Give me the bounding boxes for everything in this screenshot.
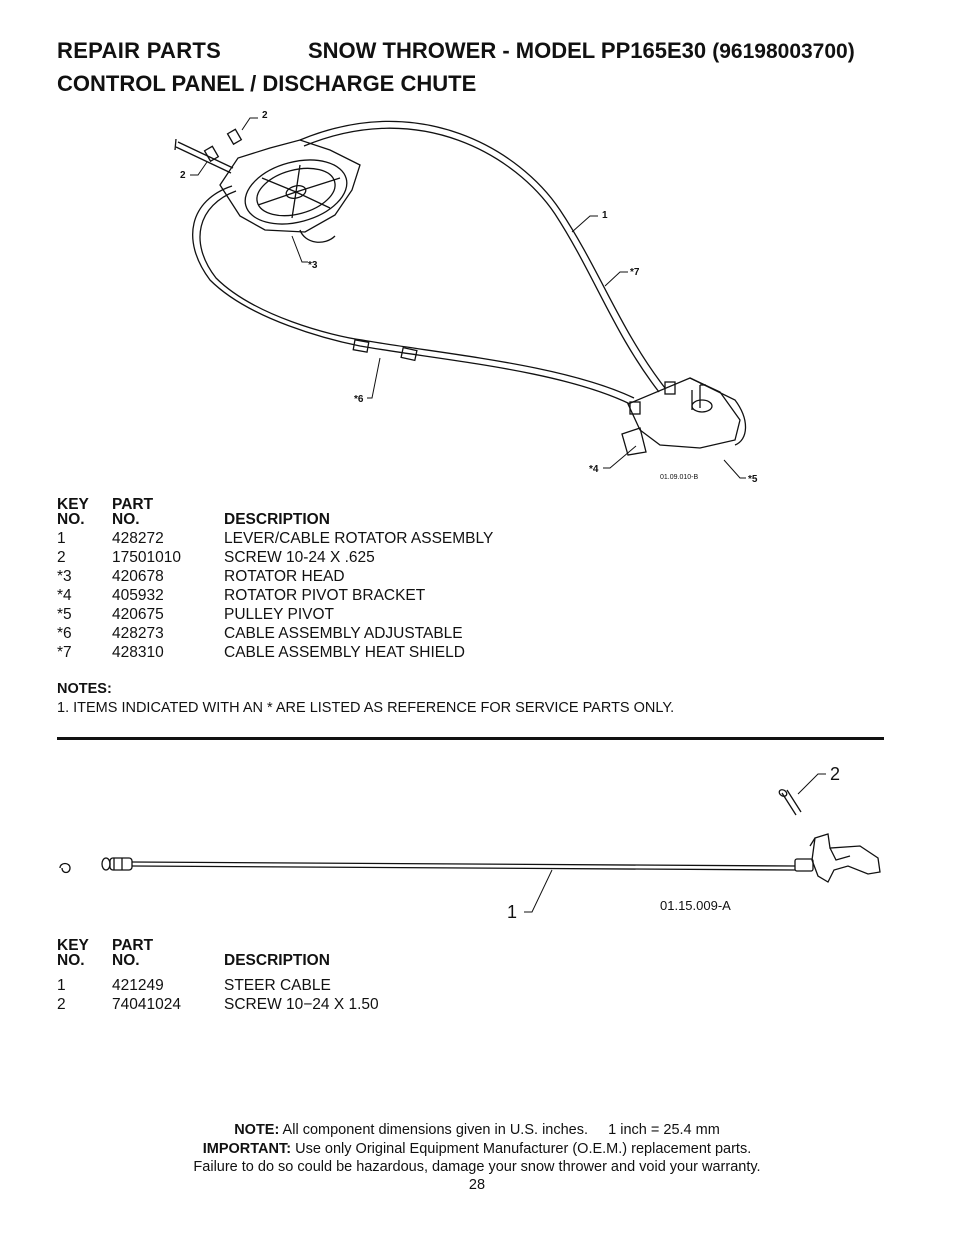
note-text: All component dimensions given in U.S. i…: [282, 1122, 589, 1138]
header-part-2: NO.: [112, 511, 140, 528]
chute-rotator-diagram: 2 2 *3 1 *7 *6 *4 *5 01.09.010-B: [174, 110, 758, 485]
callout-1: 1: [602, 210, 608, 221]
steer-cable: [131, 861, 796, 867]
section-divider: [57, 737, 884, 740]
important-text: Use only Original Equipment Manufacturer…: [295, 1141, 752, 1157]
figure-code-2: 01.15.009-A: [660, 898, 731, 913]
cable-end-left: [101, 857, 111, 871]
model-name: PP165E30: [600, 38, 707, 63]
footer-warning: Failure to do so could be hazardous, dam…: [193, 1159, 761, 1175]
figure-code-1: 01.09.010-B: [660, 474, 698, 481]
note-label: NOTE:: [234, 1122, 280, 1138]
section-title: CONTROL PANEL / DISCHARGE CHUTE: [57, 71, 477, 96]
rotator-head: [219, 139, 361, 233]
heat-shield-cable: [299, 120, 666, 389]
rotator-shaft: [177, 141, 234, 169]
steer-bracket: [811, 833, 881, 883]
product-title: SNOW THROWER - MODEL: [308, 38, 595, 63]
screw-top: [226, 128, 243, 146]
page-number: 28: [468, 1177, 486, 1193]
important-label: IMPORTANT:: [202, 1141, 292, 1157]
adjustable-cable: [192, 185, 631, 405]
callout-3: *3: [308, 260, 318, 271]
header-description: DESCRIPTION: [224, 511, 330, 528]
callout-6: *6: [354, 394, 364, 405]
callout-2: 2: [830, 764, 840, 784]
header-key-2: NO.: [57, 511, 85, 528]
notes-item: 1. ITEMS INDICATED WITH AN * ARE LISTED …: [57, 700, 675, 716]
callout-2-left: 2: [180, 170, 186, 181]
cable-end-symbol: [59, 862, 71, 874]
pulley-bracket: [627, 377, 741, 449]
conversion-text: 1 inch = 25.4 mm: [608, 1122, 720, 1138]
model-heading: SNOW THROWER - MODEL PP165E30 (961980037…: [308, 38, 855, 64]
callout-2-top: 2: [262, 110, 268, 121]
model-number: (96198003700): [712, 40, 855, 63]
repair-parts-heading: REPAIR PARTS: [57, 38, 222, 63]
header-part-1: PART: [112, 496, 154, 513]
callout-1: 1: [507, 902, 517, 922]
pivot-bracket: [621, 427, 647, 456]
steer-cable-diagram: 2 1 01.15.009-A: [59, 764, 881, 922]
callout-7: *7: [630, 267, 640, 278]
callout-4: *4: [589, 464, 599, 475]
callout-5: *5: [748, 474, 758, 485]
footer-important: IMPORTANT: Use only Original Equipment M…: [0, 1141, 954, 1157]
footer-note: NOTE: All component dimensions given in …: [0, 1122, 954, 1138]
header-key-1: KEY: [57, 496, 89, 513]
screw-left: [203, 145, 220, 163]
notes-title: NOTES:: [57, 681, 112, 697]
